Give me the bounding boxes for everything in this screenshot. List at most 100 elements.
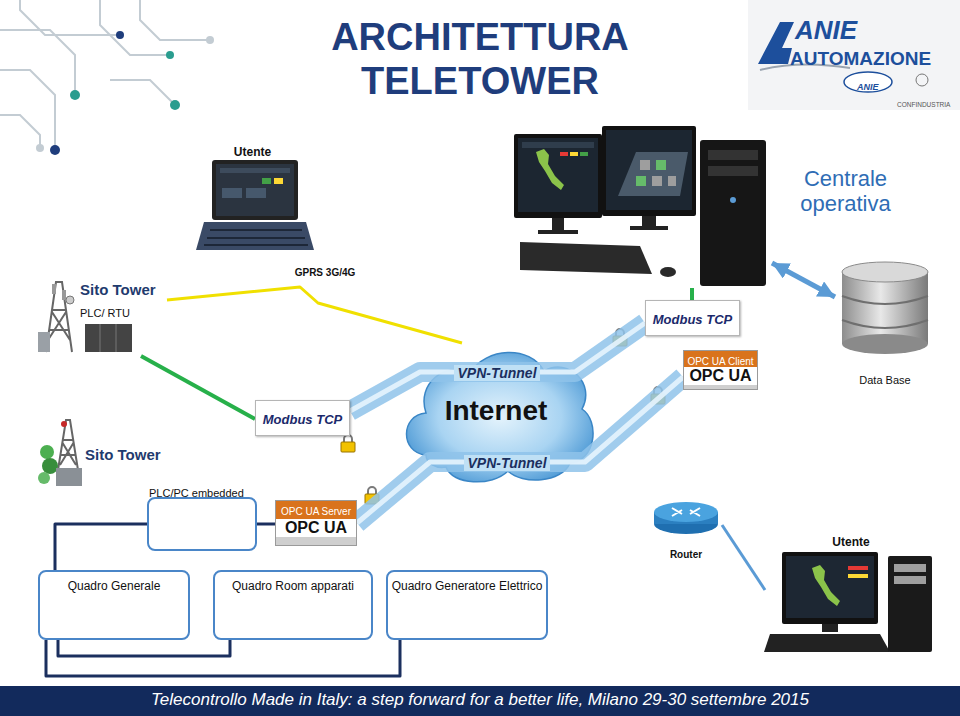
workstation-icon (606, 130, 692, 210)
control-center: Centrale operativa (510, 118, 772, 288)
tower-icon (62, 290, 66, 300)
pc-icon (888, 556, 932, 652)
workstation-icon (618, 152, 688, 196)
text-slot: Quadro Generatore Elettrico (388, 576, 546, 594)
text-slot: Quadro Room apparati (215, 576, 371, 594)
tower-site: Sito TowerPLC/ RTU (35, 276, 167, 356)
title-text: ARCHITETTURA TELETOWER (320, 16, 640, 103)
tower-icon (38, 472, 50, 484)
circuit-node (36, 31, 214, 155)
text-slot: PLC/PC embedded (149, 483, 289, 501)
device-label: Data Base (859, 374, 910, 387)
circuit-node (206, 36, 214, 44)
site-label: Sito Tower (80, 281, 156, 298)
logo-panel (748, 0, 960, 110)
text-slot: PLC/ RTU (80, 303, 130, 321)
tower-icon (40, 445, 54, 459)
text-slot: Quadro Generale (40, 576, 188, 594)
workstation-icon (580, 152, 588, 156)
logo-badge: ANIE (857, 82, 879, 92)
logo-panel (748, 0, 960, 110)
user-pc: Utente (765, 530, 937, 656)
text-slot: Router (650, 544, 722, 562)
header-band: OPC UA (276, 519, 356, 537)
tower-icon (56, 468, 82, 486)
footer-bar (0, 686, 960, 716)
logo-word: AUTOMAZIONE (790, 48, 931, 70)
device-label: Utente (234, 146, 271, 160)
caption-slot: Telecontrollo Made in Italy: a step forw… (0, 690, 960, 710)
connector-group (257, 524, 275, 525)
database-icon (842, 272, 928, 344)
workstation-icon (660, 267, 676, 277)
workstation-icon (570, 152, 578, 156)
circuit-decoration (20, 0, 120, 35)
device-label: PLC/ RTU (80, 307, 130, 320)
text-slot: Modbus TCP (646, 310, 739, 328)
circuit-decoration (0, 70, 55, 150)
footer-caption: Telecontrollo Made in Italy: a step forw… (151, 690, 809, 710)
connector-group (692, 288, 693, 300)
workstation-icon (636, 176, 646, 186)
logo-panel (916, 74, 928, 86)
connector-group (55, 524, 147, 570)
panel-label: Quadro Generatore Elettrico (392, 580, 543, 594)
connector-group (722, 525, 765, 590)
circuit-node (36, 144, 44, 152)
protocol-logo: OPC UA (285, 519, 347, 537)
tower-icon (66, 296, 74, 304)
panel-label: Quadro Generale (68, 580, 161, 594)
laptop-icon (212, 160, 298, 220)
workstation-icon (730, 197, 736, 203)
protocol-badge: Modbus TCP (645, 300, 740, 336)
label-slot: ANIE (857, 76, 879, 94)
pc-icon (848, 574, 868, 578)
laptop-icon (246, 188, 266, 198)
protocol-badge: OPC UA ClientOPC UA (683, 350, 758, 390)
connector-group (167, 287, 462, 343)
database-icon (842, 296, 928, 328)
header-band: OPC UA (684, 367, 757, 385)
workstation-icon (652, 176, 662, 186)
logo-panel (758, 22, 794, 64)
tower-icon (85, 324, 132, 352)
padlock-icon (341, 329, 665, 504)
circuit-node (70, 90, 80, 100)
circuit-decoration (110, 80, 175, 105)
workstation-icon (708, 166, 758, 176)
protocol-badge: Modbus TCP (255, 400, 350, 436)
workstation-icon (656, 160, 666, 170)
circuit-decoration (0, 0, 210, 150)
laptop-icon (196, 222, 314, 250)
panel-label: Quadro Room apparati (232, 580, 354, 594)
controller-box: PLC/PC embedded (147, 497, 257, 551)
workstation-icon (520, 242, 652, 274)
padlock-icon (341, 435, 355, 452)
pc-icon (894, 576, 926, 584)
text-slot: Utente (765, 532, 937, 550)
router: Router (650, 498, 722, 562)
edge-label: VPN-Tunnel (464, 455, 549, 471)
circuit-decoration (0, 115, 40, 148)
logo-caption: CONFINDUSTRIA (897, 101, 950, 108)
workstation-icon (514, 134, 602, 218)
circuit-node (50, 145, 60, 155)
header-band: OPC UA Client (684, 351, 757, 369)
pc-icon (764, 552, 932, 652)
tower-icon (52, 284, 56, 294)
database-icon (842, 262, 928, 354)
workstation-icon (536, 149, 564, 190)
pc-icon (786, 556, 874, 618)
site-label: Sito Tower (85, 446, 161, 463)
router-icon (654, 502, 718, 522)
cloud-outline (407, 352, 594, 481)
connector-line (141, 356, 255, 419)
workstation-icon (640, 160, 650, 170)
edge-label: VPN-Tunnel (454, 365, 539, 381)
control-panel: Quadro Generale (38, 570, 190, 640)
protocol-logo: OPC UA (689, 367, 751, 385)
connector-group (772, 263, 835, 297)
label-slot: CONFINDUSTRIA (897, 93, 950, 111)
laptop-icon (204, 230, 308, 245)
